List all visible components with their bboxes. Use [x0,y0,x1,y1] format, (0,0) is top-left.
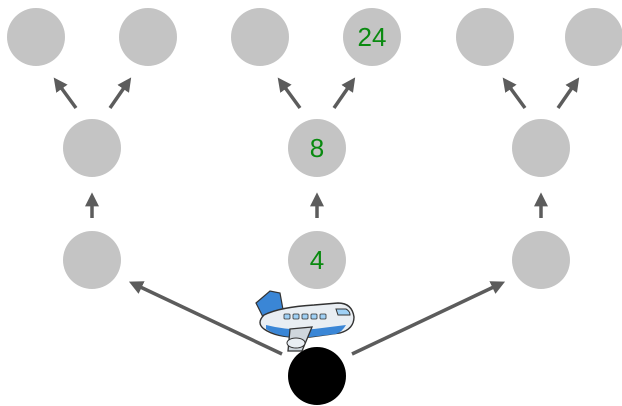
arrow-left-l2-to-l3b [108,77,132,109]
node-left-l3b[interactable] [119,8,177,66]
node-left-l3a[interactable] [7,8,65,66]
arrow-middle-l2-to-l3a [277,77,302,110]
node-value: 24 [358,22,387,52]
node-left-l1[interactable] [63,231,121,289]
node-right-l3a[interactable] [456,8,514,66]
node-middle-l3a[interactable] [231,8,289,66]
node-middle-l3b[interactable]: 24 [343,8,401,66]
arrow-left-l2-to-l3a [53,77,78,110]
start-node[interactable] [288,347,346,405]
arrow-middle-l2-to-l3b [332,77,356,109]
node-value: 4 [310,245,324,275]
airplane-icon [255,290,355,352]
node-right-l1[interactable] [512,231,570,289]
node-left-l2[interactable] [63,119,121,177]
node-middle-l2[interactable]: 8 [288,119,346,177]
node-right-l2[interactable] [512,119,570,177]
arrow-start-to-left [128,281,283,356]
arrow-start-to-right [351,281,506,356]
node-middle-l1[interactable]: 4 [288,231,346,289]
node-right-l3b[interactable] [565,8,622,66]
node-value: 8 [310,133,324,163]
arrow-right-l2-to-l3a [502,77,527,110]
arrow-right-l2-to-l3b [556,77,580,109]
